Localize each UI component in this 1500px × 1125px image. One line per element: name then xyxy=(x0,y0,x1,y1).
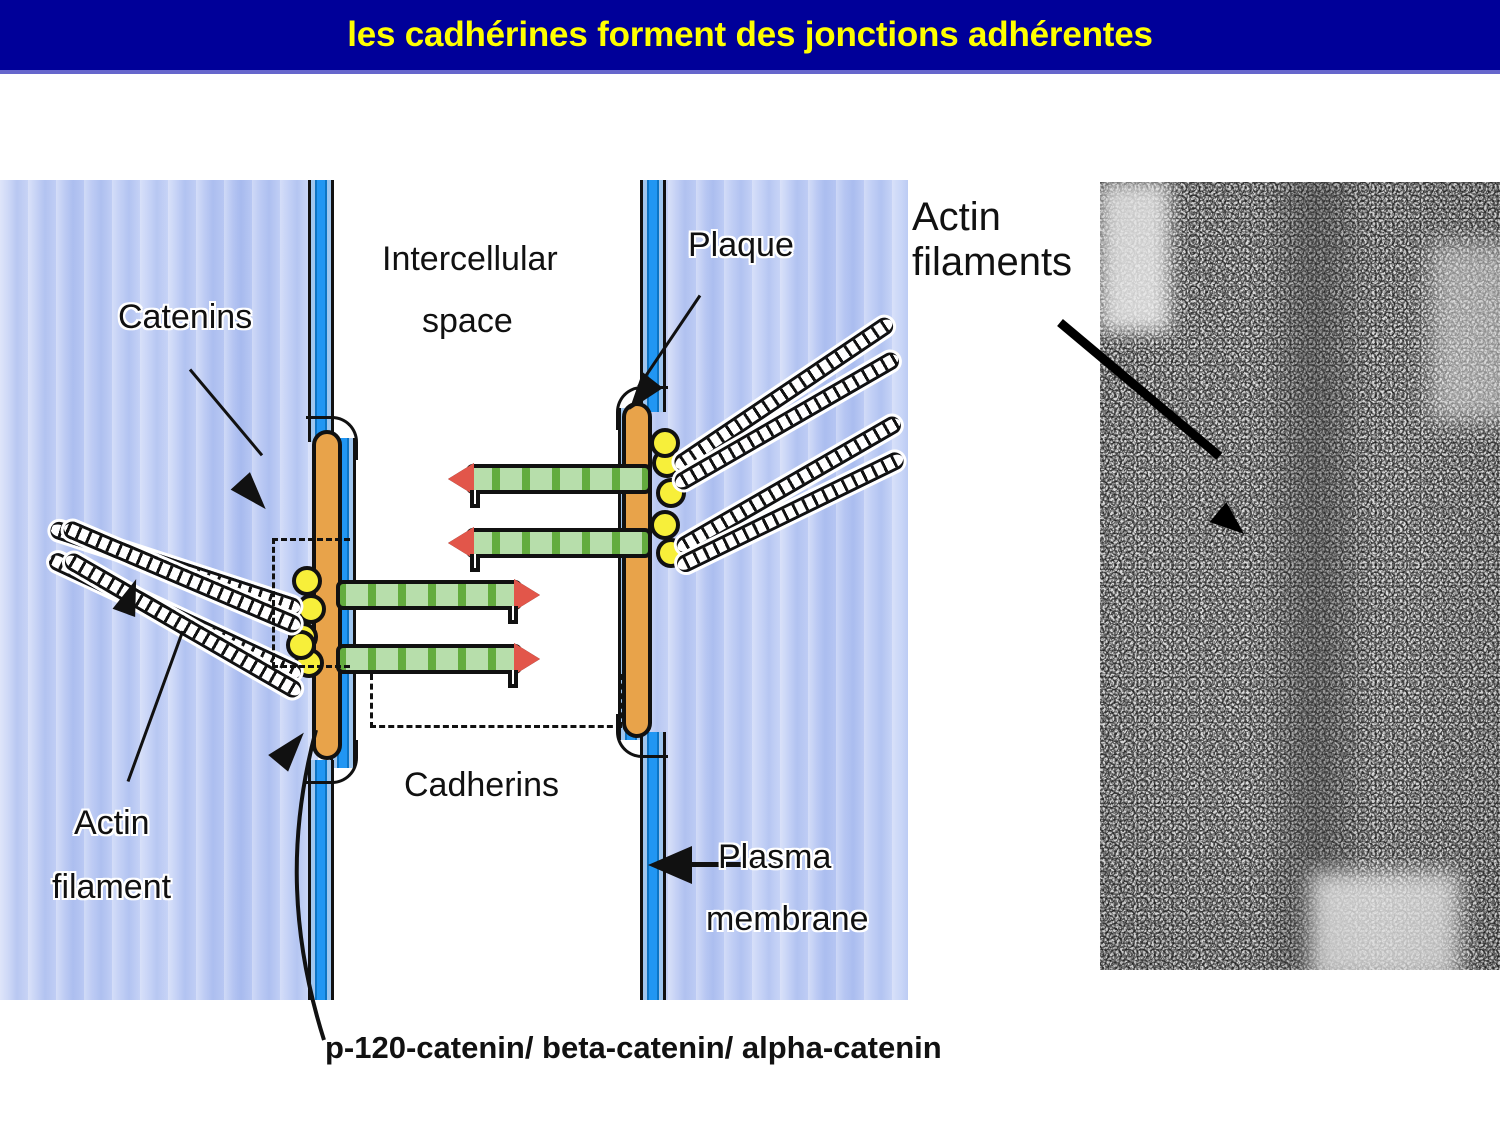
cadherin-n-terminal-tip xyxy=(448,463,474,495)
label-actin-filament-line1: Actin xyxy=(74,804,150,842)
title-banner-underline xyxy=(0,70,1500,74)
label-plasma-membrane-line1: Plasma xyxy=(718,838,832,876)
plasma-membrane-arrowhead xyxy=(648,846,692,884)
membrane-lipid-core xyxy=(315,180,327,442)
page-title: les cadhérines forment des jonctions adh… xyxy=(347,15,1153,54)
cadherin-lower-2 xyxy=(336,643,540,688)
cadherin-upper-1 xyxy=(448,463,652,508)
membrane-bend-upper-right xyxy=(616,386,668,430)
label-cadherins: Cadherins xyxy=(404,766,559,804)
membrane-bend-upper xyxy=(306,416,358,460)
label-actin-filaments-line2: filaments xyxy=(912,239,1073,284)
micrograph-light-region-bottom xyxy=(1310,872,1460,970)
label-catenins: Catenins xyxy=(118,298,253,336)
membrane-bend-lower xyxy=(306,740,358,784)
micrograph-light-region-left xyxy=(1100,182,1170,332)
catenin-r5 xyxy=(650,428,680,458)
cadherin-cytoplasmic-tail xyxy=(508,606,518,624)
catenins-dashed-box xyxy=(272,538,350,668)
label-plaque: Plaque xyxy=(688,226,794,264)
catenin-r2 xyxy=(656,478,686,508)
left-plasma-membrane-lower xyxy=(308,760,334,1000)
membrane-lipid-core xyxy=(315,760,327,1000)
micrograph-vignette xyxy=(1100,182,1500,970)
cadherin-ectodomain xyxy=(336,644,522,674)
adherens-junction-diagram: Catenins Intercellular space Plaque Cadh… xyxy=(0,180,908,1000)
cadherin-n-terminal-tip xyxy=(448,527,474,559)
caption-catenin-types: p-120-catenin/ beta-catenin/ alpha-caten… xyxy=(325,1030,942,1065)
catenin-l5 xyxy=(286,630,316,660)
label-plasma-membrane-line2: membrane xyxy=(706,900,869,938)
cadherin-ectodomain xyxy=(336,580,522,610)
title-banner xyxy=(0,0,1500,70)
micrograph-junction-band xyxy=(1260,182,1370,970)
cadherin-ectodomain xyxy=(466,464,652,494)
cadherin-upper-2 xyxy=(448,527,652,572)
cadherin-cytoplasmic-tail xyxy=(470,554,480,572)
electron-micrograph xyxy=(1100,182,1500,970)
label-intercellular-space-line2: space xyxy=(422,302,513,340)
cadherins-dashed-box xyxy=(370,674,622,728)
membrane-lipid-core xyxy=(647,180,659,412)
cadherin-cytoplasmic-tail xyxy=(470,490,480,508)
cadherin-lower-1 xyxy=(336,579,540,624)
label-actin-filament-line2: filament xyxy=(52,868,172,906)
micrograph-light-region-topright xyxy=(1430,242,1500,422)
left-plasma-membrane-upper xyxy=(308,180,334,442)
membrane-bend-lower-right xyxy=(616,714,668,758)
label-actin-filaments: Actin filaments xyxy=(912,195,1072,285)
cadherin-ectodomain xyxy=(466,528,652,558)
label-actin-filaments-line1: Actin xyxy=(912,195,1001,239)
right-plaque xyxy=(622,402,652,738)
label-intercellular-space-line1: Intercellular xyxy=(382,240,558,278)
catenin-r3 xyxy=(650,510,680,540)
plasma-membrane-leader-line xyxy=(690,862,786,867)
